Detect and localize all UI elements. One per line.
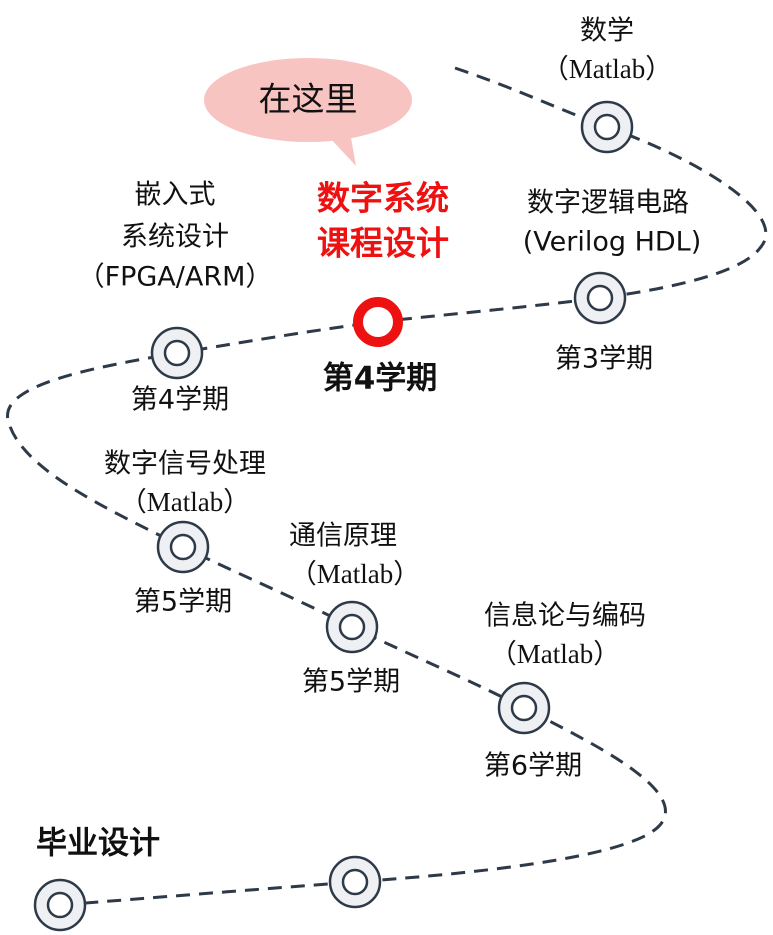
info-theory-term: 第6学期 [484,751,582,782]
math-name: 数学 [580,16,634,47]
node-info-theory[interactable] [497,681,551,735]
digital-logic-name: 数字逻辑电路 [527,188,689,219]
node-current[interactable] [353,297,403,347]
node-math[interactable] [580,100,634,154]
digital-logic-term: 第3学期 [555,344,653,375]
node-final-b[interactable] [33,878,87,932]
node-dsp[interactable] [156,520,210,574]
math-tool: （Matlab） [542,54,672,84]
bubble-label: 在这里 [259,80,358,119]
current-line1: 数字系统 [317,179,449,218]
embedded-name1: 嵌入式 [135,180,216,211]
info-theory-tool: （Matlab） [490,639,620,669]
dsp-tool: （Matlab） [120,487,250,517]
info-theory-name: 信息论与编码 [484,601,646,632]
node-embedded[interactable] [150,326,204,380]
communication-tool: （Matlab） [290,559,420,589]
embedded-name2: 系统设计 [121,222,229,253]
node-digital-logic[interactable] [573,271,627,325]
node-communication[interactable] [325,600,379,654]
embedded-term: 第4学期 [131,385,229,416]
digital-logic-tool: (Verilog HDL) [523,227,702,258]
communication-name: 通信原理 [289,521,397,552]
dsp-term: 第5学期 [134,587,232,618]
final-project-label: 毕业设计 [36,826,160,862]
embedded-tool: （FPGA/ARM） [78,262,273,293]
here-bubble: 在这里 [204,58,412,166]
current-term: 第4学期 [323,361,438,397]
communication-term: 第5学期 [302,667,400,698]
roadmap-path [6,66,768,907]
dsp-name: 数字信号处理 [104,449,266,480]
node-final-a[interactable] [328,855,382,909]
milestone-nodes [33,100,634,932]
current-line2: 课程设计 [317,224,449,263]
